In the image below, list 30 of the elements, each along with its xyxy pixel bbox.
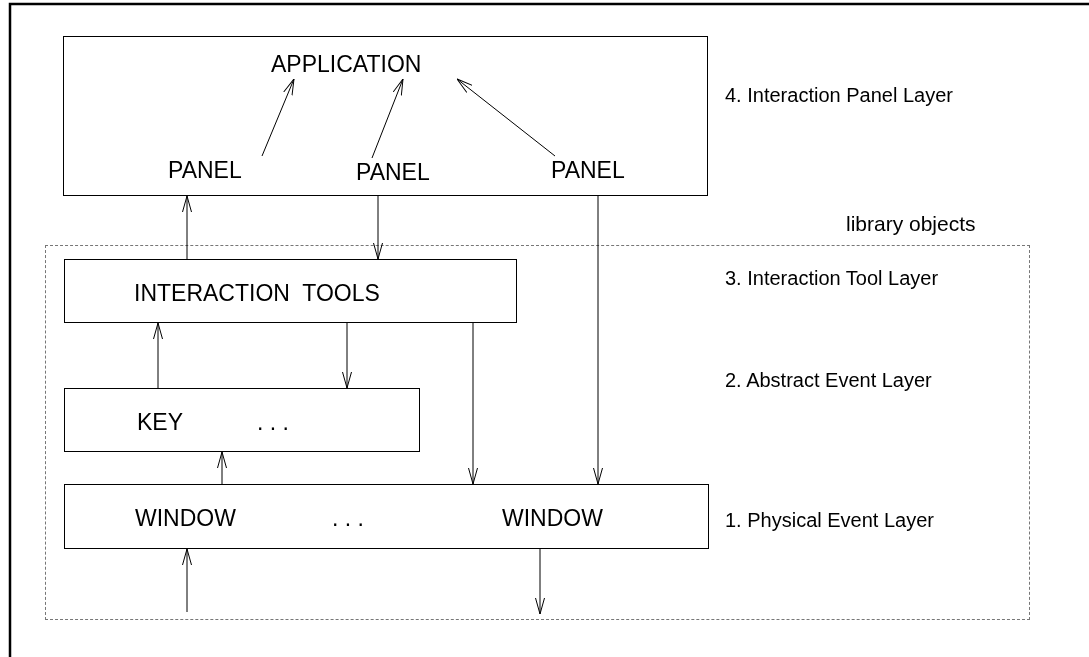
component-label: INTERACTION TOOLS [134, 282, 380, 305]
component-label: . . . [257, 411, 289, 434]
arrow [456, 78, 556, 157]
component-label: WINDOW [502, 507, 603, 530]
layer-label: 3. Interaction Tool Layer [725, 268, 939, 288]
arrow [153, 322, 163, 389]
arrow [371, 78, 404, 159]
layer-box [64, 484, 709, 549]
arrow [535, 548, 545, 615]
group-heading: library objects [846, 213, 976, 234]
layer-label: 4. Interaction Panel Layer [725, 85, 953, 105]
arrow [342, 322, 352, 389]
component-label: PANEL [356, 161, 430, 184]
component-label: APPLICATION [271, 53, 422, 76]
arrow [373, 195, 383, 260]
application-box [63, 36, 708, 196]
arrow [217, 451, 227, 485]
arrow [182, 548, 192, 613]
arrow [468, 322, 478, 485]
component-label: . . . [332, 507, 364, 530]
arrow [182, 195, 192, 260]
component-label: PANEL [551, 159, 625, 182]
component-label: PANEL [168, 159, 242, 182]
arrow [593, 195, 603, 485]
component-label: WINDOW [135, 507, 236, 530]
arrow [261, 78, 295, 157]
layer-box [64, 259, 517, 323]
layer-label: 2. Abstract Event Layer [725, 370, 932, 390]
layer-box [64, 388, 420, 452]
component-label: KEY [137, 411, 184, 434]
